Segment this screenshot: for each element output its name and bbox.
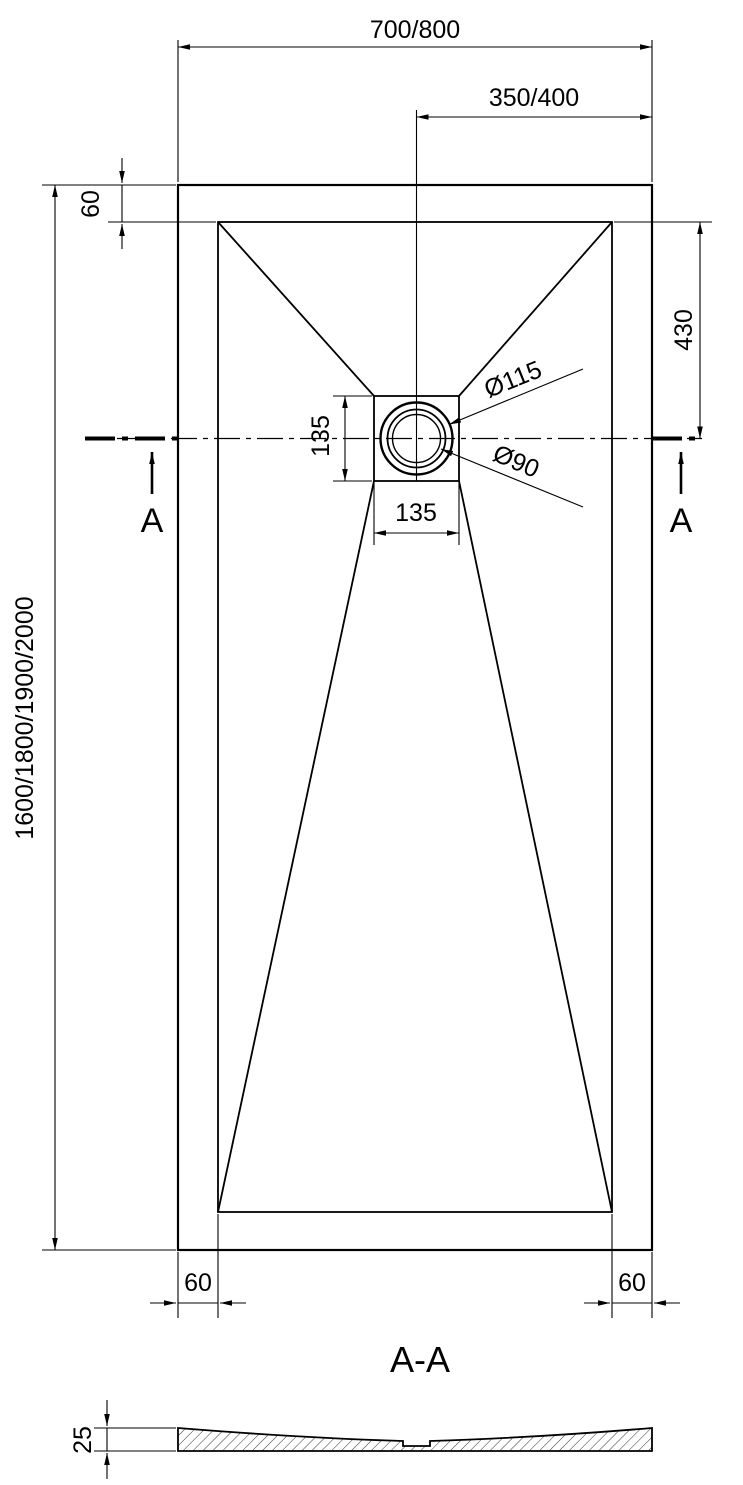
dim-overall-width-text: 700/800 [370,16,460,44]
dim-drain-from-top-text: 430 [670,309,698,351]
label-drain-inner-diameter-text: Ø90 [489,440,543,484]
dim-overall-length: 1600/1800/1900/2000 [11,184,176,1251]
slope-line-bottom-right [458,480,613,1213]
dim-top-wall-text: 60 [77,190,105,218]
section-label-left: A [141,502,164,540]
dim-drain-square-height-text: 135 [307,415,335,457]
dim-overall-width: 700/800 [177,16,653,182]
label-drain-outer-diameter: Ø115 [448,355,584,426]
section-title: A-A [390,1339,450,1380]
tray-basin-edge [217,221,613,1213]
section-label-right: A [670,502,693,540]
dim-thickness-text: 25 [69,1426,97,1454]
slope-line-bottom-left [217,480,375,1213]
dim-drain-square-width: 135 [373,483,460,545]
dim-drain-from-top: 430 [614,221,712,439]
dim-bottom-wall-left: 60 [150,1214,246,1318]
slope-line-top-left [217,221,375,397]
dim-bottom-wall-right: 60 [584,1214,680,1318]
dim-drain-offset: 350/400 [416,84,652,120]
dim-bottom-wall-left-text: 60 [184,1269,212,1297]
section-profile [177,1427,653,1452]
section-view: A-A 25 [69,1339,653,1479]
label-drain-outer-diameter-text: Ø115 [480,355,545,403]
dim-drain-square-height: 135 [307,395,372,482]
dim-drain-offset-text: 350/400 [489,84,579,112]
dim-thickness: 25 [69,1400,176,1479]
dim-bottom-wall-right-text: 60 [618,1269,646,1297]
dim-overall-length-text: 1600/1800/1900/2000 [11,596,39,839]
dim-top-wall: 60 [77,158,216,249]
tray-outer-edge [176,183,654,1252]
slope-line-top-right [458,221,613,397]
top-view: A A 700/800 350/400 60 430 [11,16,712,1318]
dim-drain-square-width-text: 135 [395,499,437,527]
